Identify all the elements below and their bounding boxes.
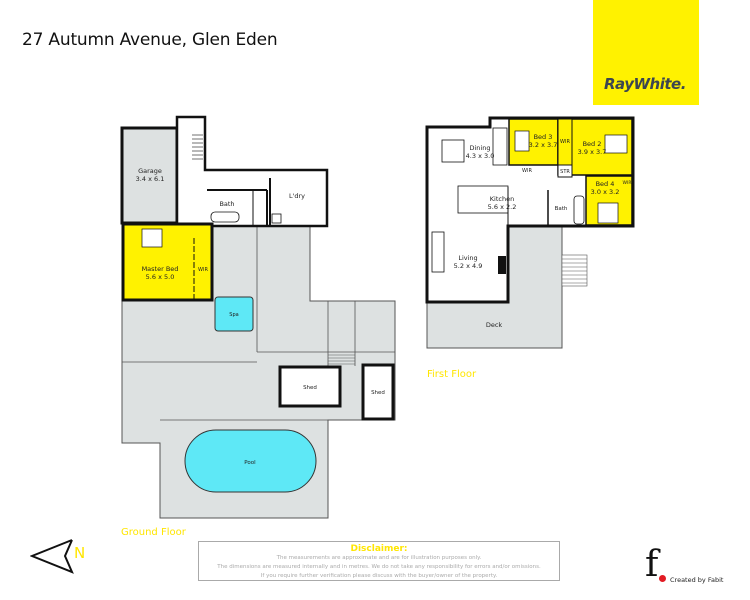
shed — [278, 365, 342, 408]
bed-4-size: 3.0 x 3.2 — [591, 188, 620, 196]
sofa-icon — [431, 231, 445, 273]
disclaimer-box: Disclaimer: The measurements are approxi… — [198, 541, 560, 581]
master-bed-size: 5.6 x 5.0 — [146, 273, 175, 281]
dining-label: Dining — [470, 144, 491, 152]
bed-2-size: 3.9 x 3.7 — [578, 148, 607, 156]
kitchen-size: 5.6 x 2.2 — [488, 203, 517, 211]
garage-label: Garage — [138, 167, 162, 175]
deck-stairs — [561, 254, 588, 287]
fabit-dot-icon — [659, 575, 666, 582]
spa-label: Spa — [229, 312, 238, 318]
credit-text: Created by Fabit — [670, 576, 724, 584]
property-address: 27 Autumn Avenue, Glen Eden — [22, 30, 278, 50]
disclaimer-line: If you require further verification plea… — [260, 573, 498, 579]
spa — [214, 296, 254, 332]
deck-label: Deck — [486, 321, 503, 329]
bed-3-wir-label: WIR — [522, 168, 532, 174]
compass-arrow-icon — [29, 539, 74, 574]
fabit-logo: f — [645, 544, 659, 585]
internal-stairs — [192, 134, 203, 160]
small-shed — [361, 363, 395, 421]
disclaimer-line: The dimensions are measured internally a… — [217, 564, 541, 570]
garage-size: 3.4 x 6.1 — [136, 175, 165, 183]
bed-3-label: Bed 3 — [534, 133, 553, 141]
laundry-label: L'dry — [289, 192, 305, 200]
living-label: Living — [458, 254, 477, 262]
shed-label: Shed — [303, 385, 317, 391]
first-bath-label: Bath — [555, 206, 568, 212]
master-bed-label: Master Bed — [142, 265, 179, 273]
small-shed-label: Shed — [371, 390, 385, 396]
bed-4-wir-label: WIR — [623, 180, 632, 186]
north-compass: N — [29, 538, 90, 578]
bed-icon — [141, 228, 163, 248]
disclaimer-line: The measurements are approximate and are… — [276, 555, 482, 561]
bed-2-label: Bed 2 — [583, 140, 602, 148]
disclaimer-heading: Disclaimer: — [350, 544, 408, 554]
dining-table-icon — [441, 139, 465, 163]
ground-bath-label: Bath — [219, 200, 234, 208]
raywhite-logo: RayWhite. — [593, 0, 699, 105]
north-label: N — [74, 544, 86, 562]
pool — [184, 429, 317, 493]
master-wir-label: WIR — [198, 267, 208, 273]
living-size: 5.2 x 4.9 — [454, 262, 483, 270]
pool-label: Pool — [244, 460, 256, 466]
master-bed — [121, 222, 214, 302]
outdoor-stairs — [328, 354, 355, 365]
first-floor-label: First Floor — [427, 369, 477, 380]
storage-label: STR — [560, 169, 570, 175]
bed-2-wir-label: WIR — [560, 139, 570, 145]
kitchen-label: Kitchen — [490, 195, 514, 203]
bed-4-label: Bed 4 — [596, 180, 615, 188]
ground-floor-label: Ground Floor — [121, 527, 186, 538]
bed-3-size: 3.2 x 3.7 — [529, 141, 558, 149]
first-floor-plan: Dining 4.3 x 3.0 Bed 3 3.2 x 3.7 WIR WIR… — [425, 116, 635, 349]
ground-floor-plan: Bath L'dry Garage 3.4 x 6.1 Master Bed 5… — [120, 115, 396, 519]
dining-size: 4.3 x 3.0 — [466, 152, 495, 160]
